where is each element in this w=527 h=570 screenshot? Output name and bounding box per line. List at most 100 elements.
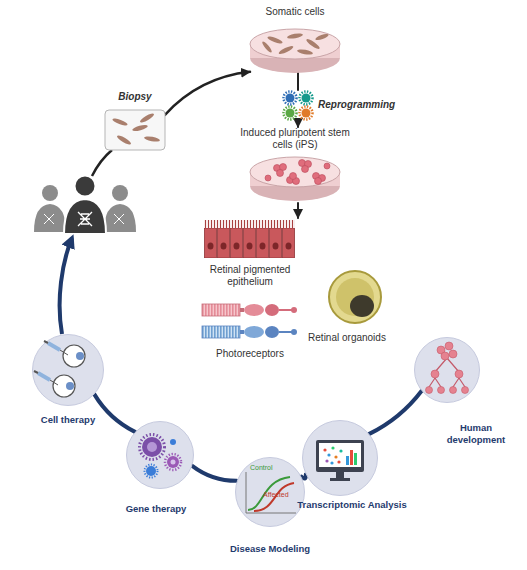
rpe-node: Retinal pigmented epithelium <box>200 218 300 260</box>
biopsy-leader <box>92 150 112 176</box>
ips-dish <box>319 175 326 182</box>
patient-group <box>78 212 92 226</box>
ips-dish <box>265 175 271 181</box>
photoreceptor-cells <box>279 309 292 311</box>
circle-outline <box>32 334 104 406</box>
photoreceptor-cells <box>240 330 244 334</box>
somatic-dish <box>250 29 340 59</box>
somatic-dish <box>250 43 340 73</box>
node-label: Disease Modeling <box>207 543 333 555</box>
retinal-organoid <box>336 278 374 316</box>
patient-group <box>44 214 54 224</box>
node-label: Biopsy <box>95 91 175 103</box>
reprogramming-viruses <box>286 94 295 103</box>
reprogramming-viruses <box>302 109 311 118</box>
patient-group <box>104 204 136 232</box>
ips-dish <box>277 170 284 177</box>
photoreceptor-node: Photoreceptors <box>200 300 300 345</box>
node-label: Retinal organoids <box>290 332 404 344</box>
reprogramming-viruses <box>286 109 295 118</box>
flow-arrow <box>297 73 299 90</box>
cycle-link <box>94 394 135 432</box>
photoreceptor-cells <box>202 304 240 316</box>
biopsy-node: Biopsy <box>105 110 165 150</box>
flow-arrow <box>165 72 250 115</box>
patient-group <box>114 214 124 224</box>
circle-fill <box>127 422 194 489</box>
reprogramming-viruses <box>302 94 311 103</box>
patient-group <box>75 176 96 197</box>
circle-fill <box>415 338 480 403</box>
ips-dish <box>250 157 340 187</box>
culture-dish-node: Somatic cells <box>250 25 340 73</box>
node-label: Human development <box>436 422 516 446</box>
photoreceptor-cells <box>265 326 279 338</box>
application-circle: Human development <box>414 337 480 403</box>
reprogramming-viruses <box>284 92 297 105</box>
photoreceptor-cells <box>279 331 292 333</box>
circle-fill <box>33 335 104 406</box>
patient-group <box>34 204 66 232</box>
reprogramming-viruses <box>300 107 313 120</box>
node-label: Reprogramming <box>318 99 413 111</box>
organoid-node: Retinal organoids <box>328 270 382 324</box>
somatic-dish <box>315 33 330 42</box>
node-label: Cell therapy <box>18 414 118 426</box>
ips-dish <box>250 157 340 201</box>
curve-label: Control <box>250 464 290 472</box>
node-label: Transcriptomic Analysis <box>277 499 427 511</box>
rpe-cells <box>204 228 295 258</box>
reprogramming-viruses <box>284 92 313 120</box>
photoreceptor-cells <box>202 304 297 338</box>
circle-outline <box>302 420 378 496</box>
somatic-dish <box>250 29 340 73</box>
flow-arrow <box>297 203 299 218</box>
ips-dish <box>274 165 281 172</box>
application-circle: Transcriptomic Analysis <box>302 420 378 496</box>
reprogramming-node: Reprogramming <box>282 90 314 120</box>
biopsy-sample <box>112 117 129 127</box>
somatic-dish <box>267 35 284 45</box>
somatic-dish <box>250 44 340 58</box>
biopsy-sample <box>144 135 161 142</box>
photoreceptor-cells <box>244 326 264 338</box>
somatic-dish <box>305 38 321 51</box>
ips-dish <box>280 164 287 171</box>
application-circle: Cell therapy <box>32 334 104 406</box>
biopsy-sample <box>116 134 132 146</box>
circle-outline <box>126 421 194 489</box>
biopsy-sample <box>105 110 165 150</box>
ips-dish <box>315 178 322 185</box>
biopsy-sample <box>139 112 155 124</box>
ips-dish <box>293 178 300 185</box>
reprogramming-viruses <box>284 107 297 120</box>
rpe-cells <box>204 220 295 258</box>
curve-label: Affected <box>263 491 303 499</box>
ips-dish <box>299 160 306 167</box>
node-label: Gene therapy <box>106 503 206 515</box>
flow-arrow <box>297 120 299 127</box>
retinal-organoid <box>350 295 374 317</box>
ips-dish <box>290 173 297 180</box>
return-arrow <box>60 238 72 334</box>
photoreceptor-cells <box>291 307 297 313</box>
ips-node: Induced pluripotent stem cells (iPS) <box>240 127 350 203</box>
circle-fill <box>236 458 305 527</box>
patient-group <box>64 199 106 234</box>
somatic-dish <box>287 32 304 39</box>
cycle-link <box>302 475 306 479</box>
biopsy-sample <box>132 124 149 132</box>
node-label: Induced pluripotent stem cells (iPS) <box>240 127 350 151</box>
somatic-dish <box>297 48 314 55</box>
node-label: Retinal pigmented epithelium <box>200 264 300 288</box>
cycle-link <box>369 391 421 434</box>
ips-dish <box>305 161 312 168</box>
cycle-link <box>192 466 237 481</box>
reprogramming-viruses <box>300 92 313 105</box>
somatic-dish <box>278 45 294 56</box>
photoreceptor-cells <box>265 304 279 316</box>
ips-dish <box>250 171 340 201</box>
somatic-dish <box>261 40 273 53</box>
photoreceptor-cells <box>244 304 264 316</box>
